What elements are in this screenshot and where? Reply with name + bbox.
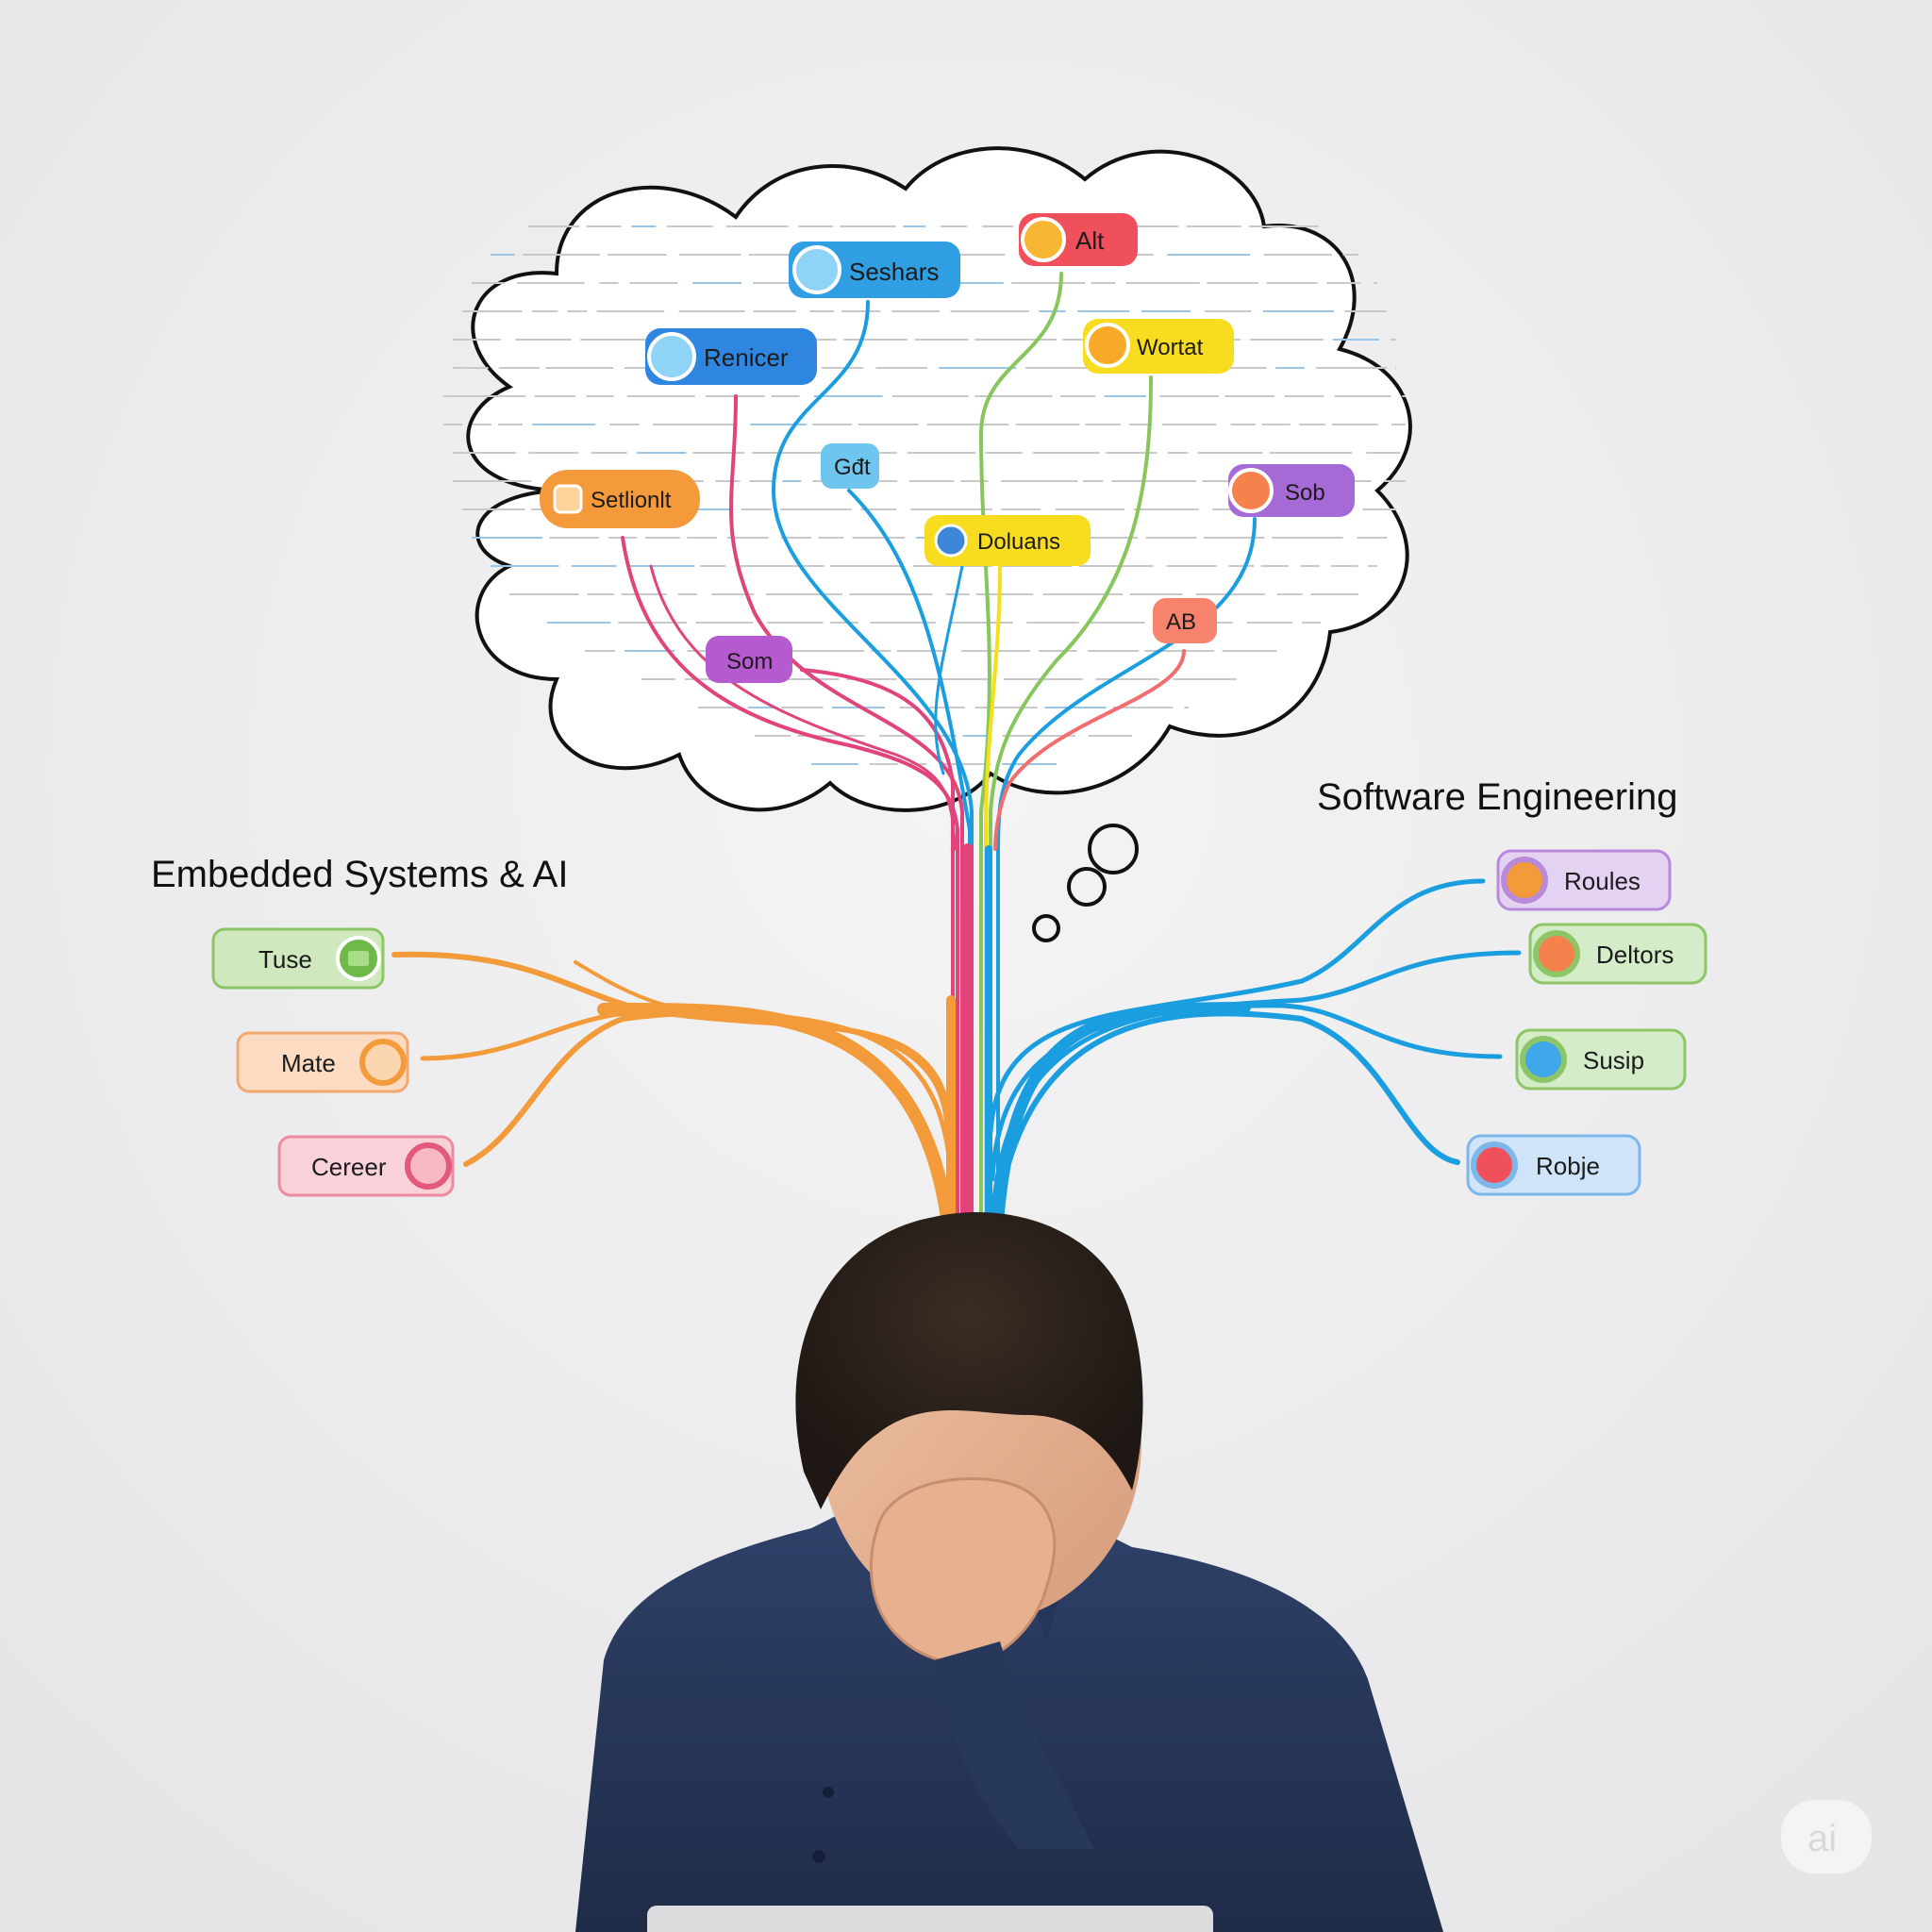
- cloud-node-alt-icon: [1021, 217, 1066, 262]
- right-item-robje-label: Robje: [1536, 1152, 1600, 1180]
- left-item-mate-dot: [359, 1039, 407, 1086]
- left-item-tuse-icon: [348, 951, 369, 966]
- cloud-node-seshars-icon: [792, 245, 841, 294]
- cloud-node-alt-label: Alt: [1075, 226, 1105, 255]
- branch-right-thick: [990, 1002, 1251, 1289]
- right-item-susip-label: Susip: [1583, 1046, 1644, 1074]
- left-item-tuse[interactable]: Tuse: [211, 927, 385, 990]
- stressed-person: [575, 1211, 1443, 1932]
- cloud-node-setlionlt[interactable]: Setlionlt: [540, 470, 700, 528]
- cloud-node-ab-label: AB: [1166, 609, 1196, 635]
- cloud-node-wortat-icon: [1085, 323, 1130, 368]
- branch-right-roules: [988, 878, 1486, 1135]
- watermark-badge: ai: [1781, 1800, 1872, 1874]
- laptop-edge: [647, 1906, 1213, 1932]
- cloud-node-alt[interactable]: Alt: [1019, 213, 1138, 266]
- cloud-node-setlionlt-label: Setlionlt: [591, 488, 672, 513]
- thought-bubble-large: [1088, 824, 1139, 874]
- connector-gdt: [847, 489, 972, 1294]
- connector-extra-2: [934, 564, 964, 775]
- right-item-robje-dot: [1471, 1141, 1518, 1189]
- cloud-node-gdt-label: Gđt: [834, 455, 871, 480]
- left-item-mate-label: Mate: [281, 1049, 336, 1077]
- right-item-susip-dot: [1520, 1036, 1567, 1083]
- left-item-cereer[interactable]: Cereer: [277, 1135, 455, 1197]
- cloud-node-renicer-icon: [647, 332, 696, 381]
- branch-right-robje: [988, 1010, 1460, 1286]
- thought-cloud: [443, 146, 1412, 812]
- branch-left-thick: [597, 1002, 959, 1290]
- cloud-node-som-label: Som: [726, 649, 773, 675]
- cloud-nodes: Seshars Alt Renicer Wortat Setlionlt: [540, 213, 1355, 683]
- connector-som: [800, 668, 955, 1294]
- person-arm: [934, 1641, 1094, 1849]
- right-item-robje[interactable]: Robje: [1466, 1134, 1641, 1196]
- cloud-node-seshars-label: Seshars: [849, 258, 939, 286]
- left-group-title: Embedded Systems & AI: [151, 854, 568, 895]
- left-item-tuse-label: Tuse: [258, 945, 312, 974]
- right-item-susip[interactable]: Susip: [1515, 1028, 1687, 1091]
- connector-lines: [391, 272, 1522, 1298]
- left-item-mate[interactable]: Mate: [236, 1031, 409, 1093]
- left-item-cereer-label: Cereer: [311, 1153, 387, 1181]
- shirt-button: [823, 1787, 834, 1798]
- connector-wortat: [989, 375, 1153, 1294]
- cloud-node-wortat[interactable]: Wortat: [1083, 319, 1234, 374]
- right-item-roules-label: Roules: [1564, 867, 1641, 895]
- connector-alt: [978, 272, 1063, 1294]
- cloud-node-renicer-label: Renicer: [704, 343, 789, 372]
- cloud-node-ab[interactable]: AB: [1153, 598, 1217, 643]
- cloud-node-doluans-icon: [934, 524, 968, 558]
- left-group-items: Tuse Mate Cereer: [211, 927, 455, 1197]
- cloud-node-doluans-label: Doluans: [977, 529, 1060, 555]
- cloud-node-sob-label: Sob: [1285, 480, 1325, 506]
- right-item-deltors-dot: [1533, 930, 1580, 977]
- connector-extra-1: [649, 564, 957, 851]
- thought-bubble-small: [1032, 914, 1060, 942]
- cloud-node-setlionlt-icon: [553, 484, 583, 514]
- left-item-cereer-dot: [405, 1142, 452, 1190]
- cloud-node-gdt[interactable]: Gđt: [821, 443, 879, 489]
- watermark-text: ai: [1807, 1818, 1837, 1859]
- cloud-node-sob-icon: [1228, 468, 1274, 513]
- cloud-node-sob[interactable]: Sob: [1228, 464, 1355, 517]
- connector-ab: [993, 649, 1186, 851]
- connector-doluans: [984, 564, 1002, 1294]
- cloud-node-som[interactable]: Som: [706, 636, 792, 683]
- cloud-node-doluans[interactable]: Doluans: [924, 515, 1091, 566]
- person-hand: [870, 1476, 1057, 1665]
- person-hair: [795, 1211, 1143, 1509]
- right-item-roules-dot: [1501, 857, 1548, 904]
- right-item-roules[interactable]: Roules: [1496, 849, 1672, 911]
- right-group-title: Software Engineering: [1317, 776, 1677, 818]
- connector-renicer: [729, 394, 964, 1294]
- right-group-items: Roules Deltors Susip Robje: [1466, 849, 1707, 1196]
- thought-bubble-medium: [1067, 867, 1107, 907]
- shirt-button: [812, 1850, 825, 1863]
- cloud-node-renicer[interactable]: Renicer: [645, 328, 817, 385]
- right-item-deltors-label: Deltors: [1596, 941, 1674, 969]
- cloud-text-lines: [443, 225, 1406, 765]
- cloud-node-seshars[interactable]: Seshars: [789, 242, 960, 298]
- right-item-deltors[interactable]: Deltors: [1528, 923, 1707, 985]
- cloud-node-wortat-label: Wortat: [1137, 335, 1204, 360]
